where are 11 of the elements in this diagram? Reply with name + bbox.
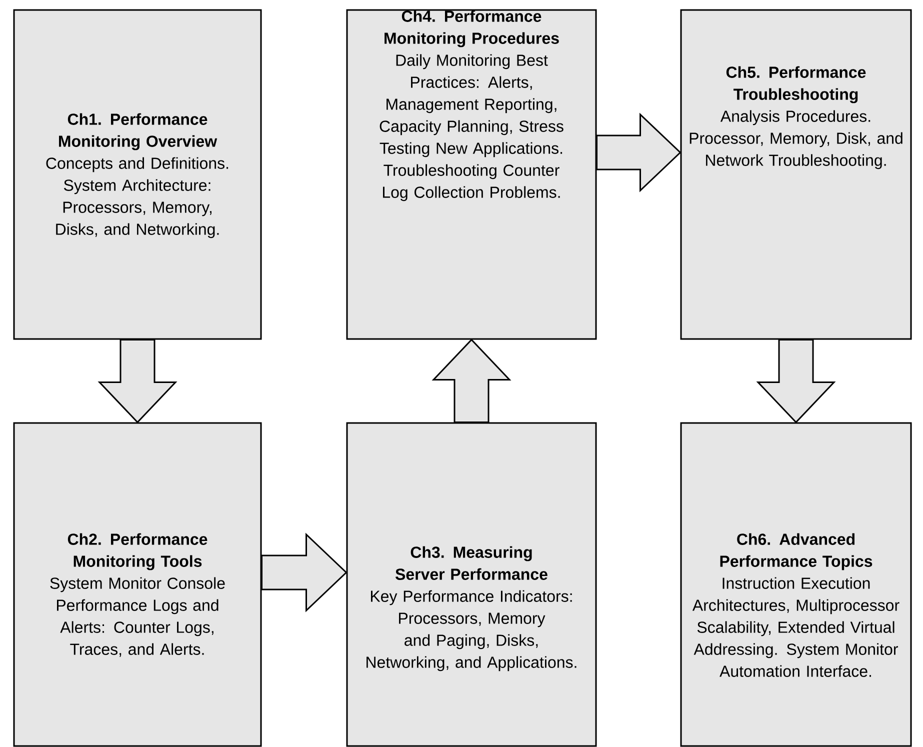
chapter-box: Ch5. Performance Troubleshooting Analysis Procedures. Processor, Memory, Disk, and Network Troubleshooting. [680, 9, 912, 340]
block-arrow [98, 339, 178, 424]
chapter-box: Ch3. Measuring Server Performance Key Performance Indicators: Processors, Memory and Paging, Disks, Networking, and Applications. [346, 422, 597, 747]
chapter-box: Ch2. Performance Monitoring Tools System Monitor Console Performance Logs and Alerts: Counter Logs, Traces, and Alerts. [13, 422, 262, 747]
chapter-box: Ch6. Advanced Performance Topics Instruction Execution Architectures, Multiprocessor Scalability, Extended Virtual Addressing. System Monitor Automation Interface. [680, 422, 912, 747]
block-arrow [596, 112, 682, 192]
block-arrow [261, 532, 348, 612]
block-arrow [756, 339, 836, 424]
block-arrow [432, 338, 512, 423]
chapter-box: Ch1. Performance Monitoring Overview Concepts and Definitions. System Architecture: Processors, Memory, Disks, and Networking. [13, 9, 262, 340]
chapter-box: Ch4. Performance Monitoring Procedures Daily Monitoring Best Practices: Alerts, Management Reporting, Capacity Planning, Stress Testing New Applications. Troubleshooting Counter Log Collection Problems. [346, 9, 597, 340]
